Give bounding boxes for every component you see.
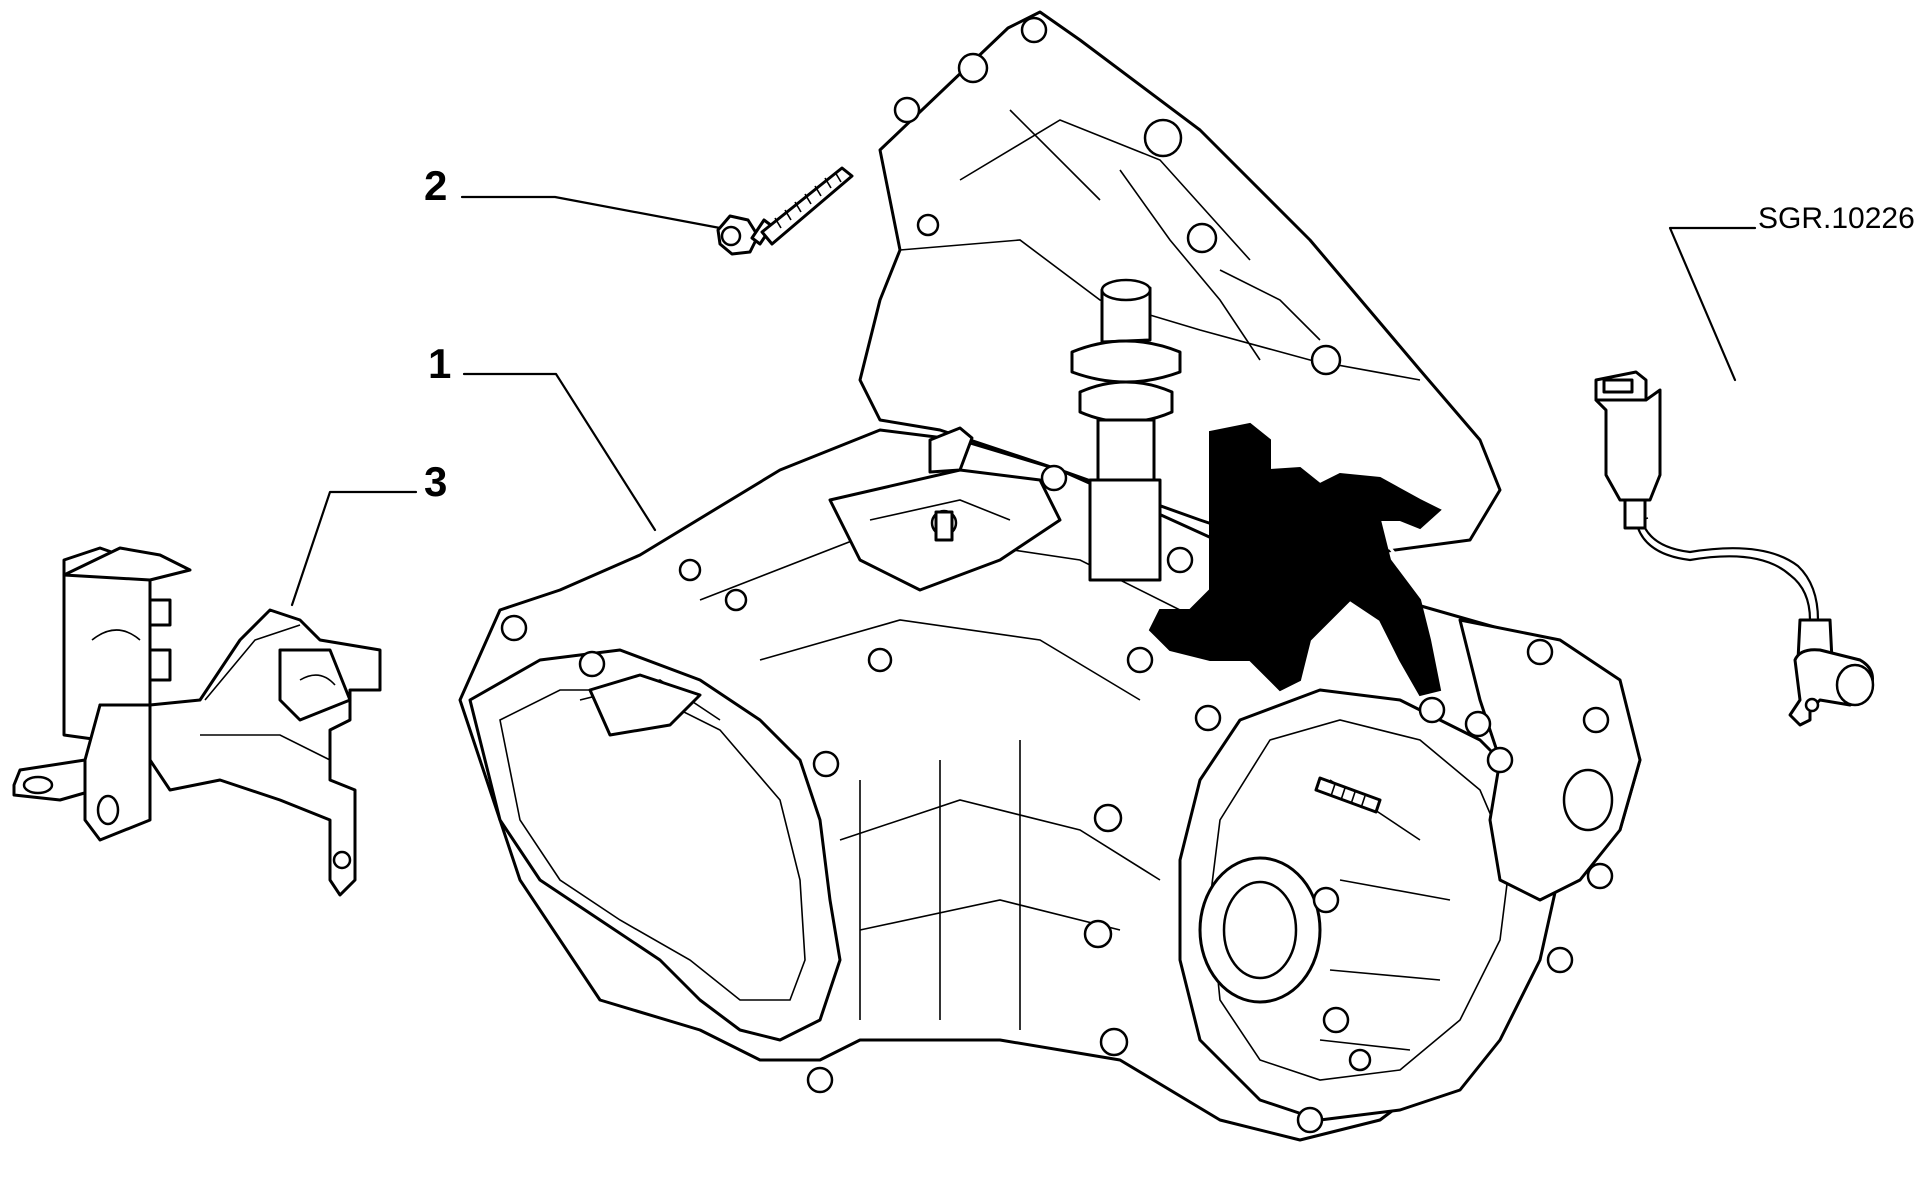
callout-1-leader xyxy=(462,372,657,532)
reference-code: SGR.10226 xyxy=(1758,202,1914,235)
callout-1-number: 1 xyxy=(428,340,451,387)
callout-3-leader xyxy=(290,490,418,607)
callout-2[interactable]: 2 xyxy=(424,162,722,230)
gearbox-part xyxy=(458,10,1642,1142)
callout-1[interactable]: 1 xyxy=(428,340,657,532)
bolt-part xyxy=(716,166,854,256)
bracket-part xyxy=(12,546,382,897)
callout-2-leader xyxy=(460,195,722,230)
reference-leader xyxy=(1668,226,1757,382)
reference-code-callout: SGR.10226 xyxy=(1668,202,1914,382)
callout-2-number: 2 xyxy=(424,162,447,209)
callout-3-number: 3 xyxy=(424,458,447,505)
sensor-harness-part xyxy=(1594,370,1875,727)
callout-3[interactable]: 3 xyxy=(290,458,447,607)
